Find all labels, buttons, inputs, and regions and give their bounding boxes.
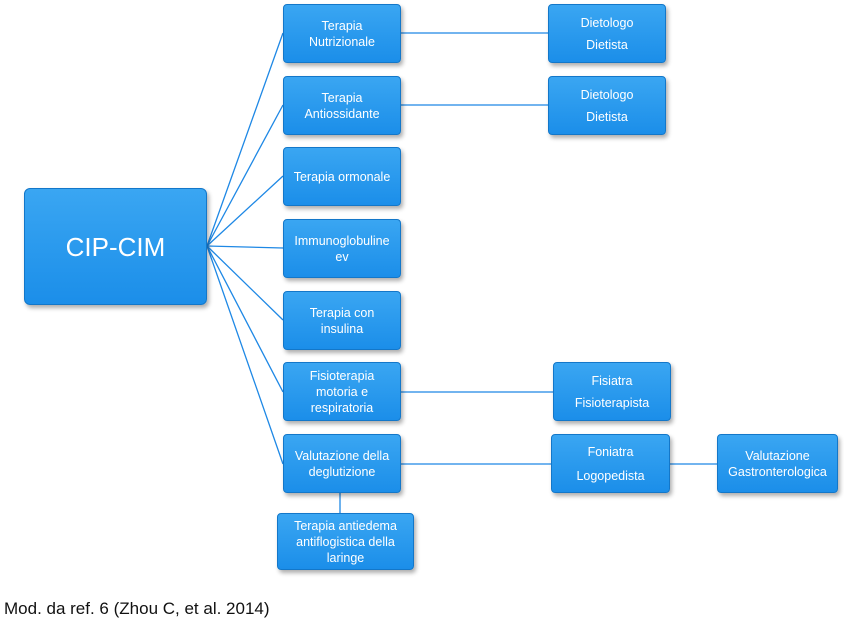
therapy-node-deglutizione: Valutazione della deglutizione — [283, 434, 401, 493]
node-label: Terapia — [321, 90, 363, 105]
extra-node-gastronterologica: Valutazione Gastronterologica — [717, 434, 838, 493]
node-label: Dietista — [586, 109, 628, 124]
connector-line — [206, 245, 284, 321]
node-label: Terapia con — [309, 305, 375, 320]
node-label: Valutazione della — [294, 448, 390, 463]
connector-line — [206, 104, 284, 247]
node-label: Valutazione — [745, 448, 810, 463]
node-label: deglutizione — [308, 464, 376, 479]
node-label: antiflogistica della — [296, 534, 395, 549]
node-label: Terapia antiedema — [294, 518, 397, 533]
node-label: Dietista — [586, 37, 628, 52]
specialist-node-fisiatra: Fisiatra Fisioterapista — [553, 362, 671, 421]
root-label: CIP-CIM — [65, 231, 166, 262]
node-label: Terapia — [321, 18, 363, 33]
node-label: Nutrizionale — [308, 34, 375, 49]
connector-line — [206, 175, 284, 247]
node-label: Terapia ormonale — [293, 169, 391, 184]
connector-line — [206, 245, 284, 465]
node-label: Dietologo — [580, 15, 634, 30]
specialist-node-foniatra: Foniatra Logopedista — [551, 434, 670, 493]
node-label: ev — [335, 249, 349, 264]
connector-line — [206, 32, 284, 247]
node-label: Antiossidante — [304, 106, 380, 121]
node-label: Immunoglobuline — [294, 233, 390, 248]
root-node: CIP-CIM — [24, 188, 207, 305]
sub-therapy-node-antiedema: Terapia antiedema antiflogistica della l… — [277, 513, 414, 570]
therapy-node-antiossidante: Terapia Antiossidante — [283, 76, 401, 135]
node-label: insulina — [320, 321, 364, 336]
node-label: Fisiatra — [591, 373, 633, 388]
specialist-node-dietologo-2: Dietologo Dietista — [548, 76, 666, 135]
connector-line — [206, 245, 284, 393]
therapy-node-ormonale: Terapia ormonale — [283, 147, 401, 206]
node-label: respiratoria — [310, 400, 374, 415]
node-label: motoria e — [315, 384, 369, 399]
specialist-node-dietologo-1: Dietologo Dietista — [548, 4, 666, 63]
node-label: Dietologo — [580, 87, 634, 102]
therapy-node-nutrizionale: Terapia Nutrizionale — [283, 4, 401, 63]
node-label: Logopedista — [576, 468, 645, 483]
figure-caption: Mod. da ref. 6 (Zhou C, et al. 2014) — [4, 599, 270, 618]
node-label: Fisioterapista — [574, 395, 650, 410]
node-label: Fisioterapia — [309, 368, 375, 383]
therapy-node-immunoglobuline: Immunoglobuline ev — [283, 219, 401, 278]
therapy-node-insulina: Terapia con insulina — [283, 291, 401, 350]
node-label: Foniatra — [587, 444, 634, 459]
node-label: laringe — [326, 550, 365, 565]
node-label: Gastronterologica — [728, 464, 827, 479]
therapy-node-fisioterapia: Fisioterapia motoria e respiratoria — [283, 362, 401, 421]
connector-line — [206, 245, 284, 249]
